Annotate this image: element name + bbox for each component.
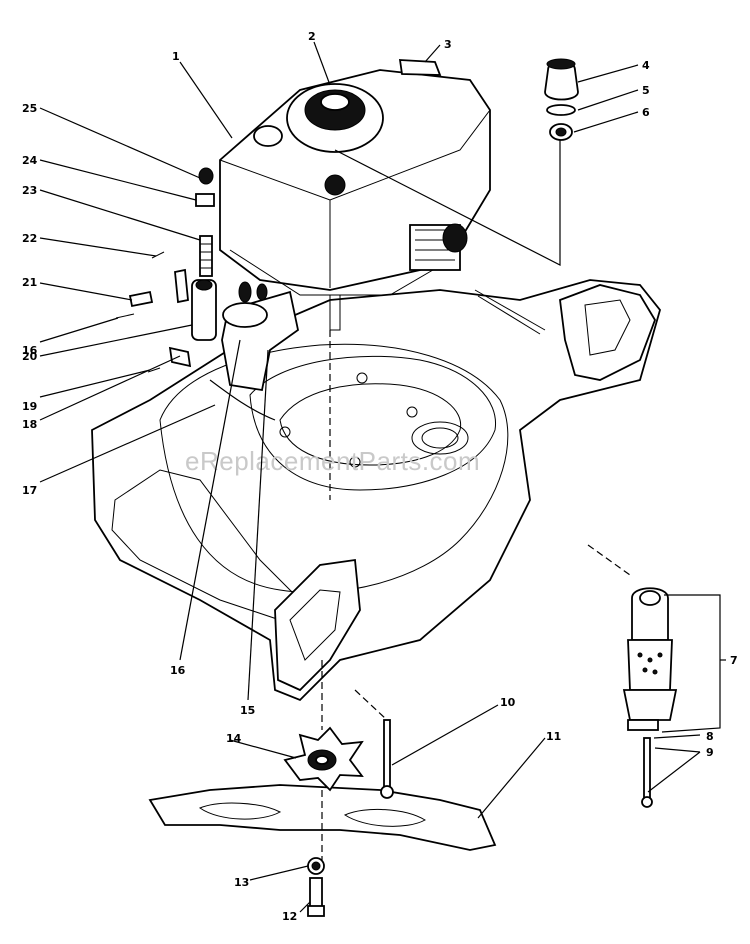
leader-lines xyxy=(39,41,726,913)
callout-24: 24 xyxy=(22,154,38,167)
callout-11: 11 xyxy=(546,730,561,743)
callout-16-lower: 16 xyxy=(170,664,186,677)
center-lines xyxy=(321,140,631,860)
callout-labels: 1 2 3 4 5 6 7 8 9 10 11 12 13 14 15 16 1… xyxy=(22,30,738,923)
mower-deck xyxy=(91,279,661,702)
callout-22: 22 xyxy=(22,232,37,245)
callout-9: 9 xyxy=(706,746,714,759)
callout-20: 20 xyxy=(22,350,38,363)
callout-19: 19 xyxy=(22,400,37,413)
engine xyxy=(219,59,491,331)
callout-17: 17 xyxy=(22,484,37,497)
callout-7: 7 xyxy=(730,654,738,667)
callout-2: 2 xyxy=(308,30,316,43)
callout-3: 3 xyxy=(444,38,452,51)
callout-12: 12 xyxy=(282,910,297,923)
callout-14: 14 xyxy=(226,732,242,745)
callout-25: 25 xyxy=(22,102,37,115)
callout-21: 21 xyxy=(22,276,37,289)
callout-6: 6 xyxy=(642,106,650,119)
adapter-assembly xyxy=(622,587,678,808)
starter-assembly xyxy=(115,167,300,421)
callout-16-upper: 16 xyxy=(22,344,38,357)
callout-13: 13 xyxy=(234,876,249,889)
callout-18: 18 xyxy=(22,418,37,431)
watermark: eReplacementParts.com xyxy=(185,446,480,476)
callout-1: 1 xyxy=(172,50,180,63)
callout-5: 5 xyxy=(642,84,650,97)
callout-23: 23 xyxy=(22,184,37,197)
callout-8: 8 xyxy=(706,730,714,743)
callout-15: 15 xyxy=(240,704,255,717)
callout-4: 4 xyxy=(642,59,650,72)
air-cleaner xyxy=(544,58,579,141)
callout-10: 10 xyxy=(500,696,516,709)
